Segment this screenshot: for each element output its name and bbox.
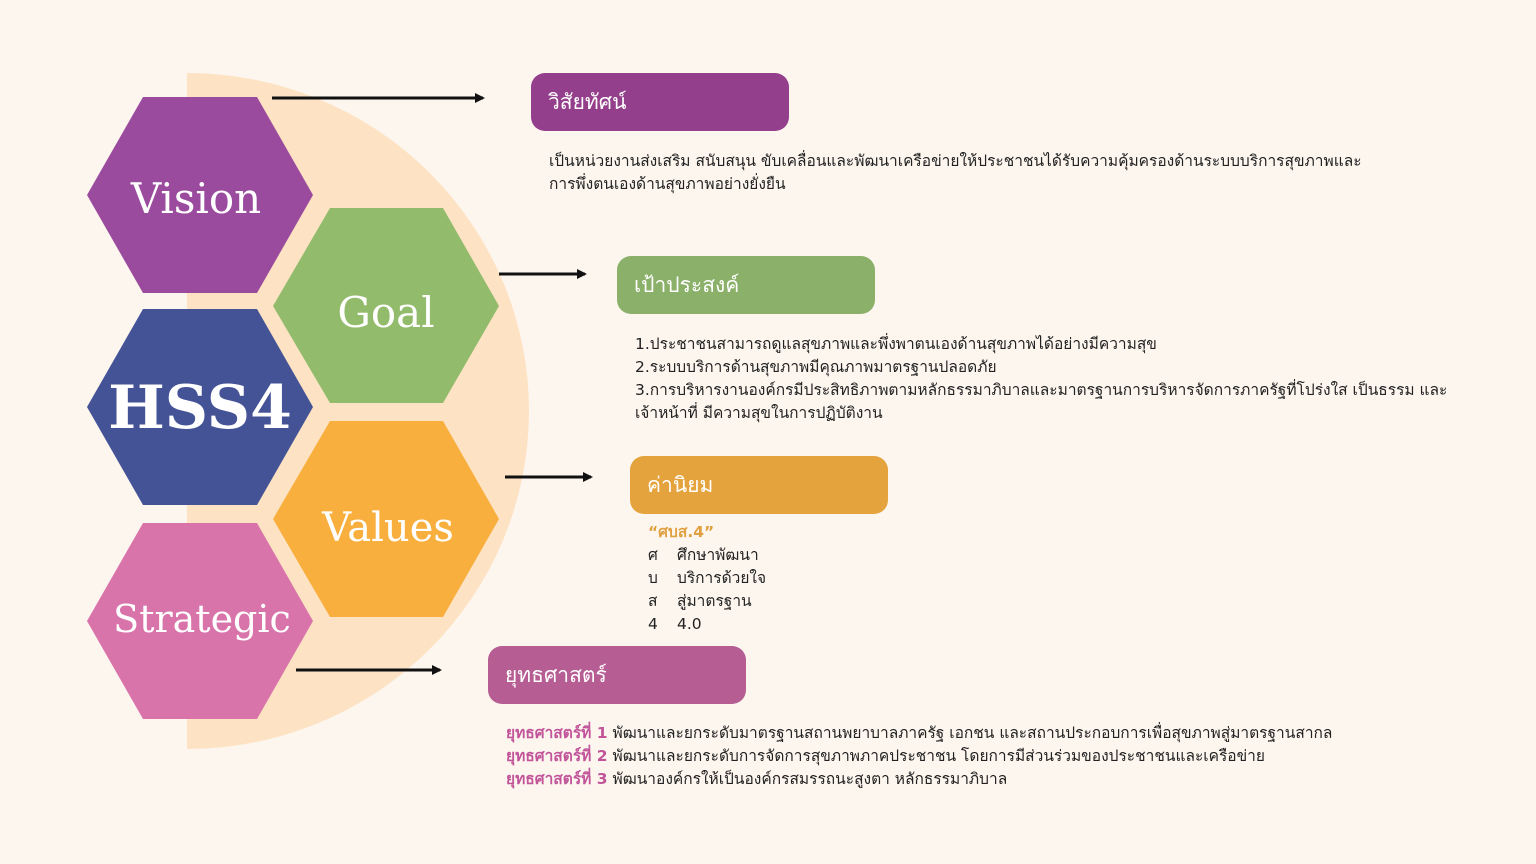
- strategy-item: ยุทธศาสตร์ที่ 2 พัฒนาและยกระดับการจัดการ…: [506, 745, 1332, 768]
- vision-line: เป็นหน่วยงานส่งเสริม สนับสนุน ขับเคลื่อน…: [549, 152, 1362, 170]
- values-description: “ศบส.4” ศ ศึกษาพัฒนา บ บริการด้วยใจ ส สู…: [648, 521, 766, 636]
- values-motto: “ศบส.4”: [648, 523, 715, 541]
- goal-line-1: 1.ประชาชนสามารถดูแลสุขภาพและพึ่งพาตนเองด…: [635, 335, 1157, 353]
- strategy-item-label: ยุทธศาสตร์ที่ 1: [506, 724, 608, 742]
- values-item: บ บริการด้วยใจ: [648, 567, 766, 590]
- values-item-text: สู่มาตรฐาน: [677, 592, 752, 610]
- goal-hexagon: [273, 208, 499, 403]
- values-item-letter: 4: [648, 615, 658, 633]
- goal-line-4: เจ้าหน้าที่ มีความสุขในการปฏิบัติงาน: [635, 404, 883, 422]
- values-item-letter: ศ: [648, 546, 658, 564]
- vision-description: เป็นหน่วยงานส่งเสริม สนับสนุน ขับเคลื่อน…: [549, 150, 1362, 196]
- hss4-hexagon: [87, 309, 313, 505]
- strategic-label: Strategic: [113, 597, 291, 641]
- hss4-label: HSS4: [108, 373, 292, 443]
- strategic-hexagon: [87, 523, 313, 719]
- values-item-text: ศึกษาพัฒนา: [677, 546, 759, 564]
- strategy-item-text: พัฒนาและยกระดับการจัดการสุขภาพภาคประชาชน…: [607, 747, 1265, 765]
- goal-header: เป้าประสงค์: [617, 256, 875, 314]
- values-item: ส สู่มาตรฐาน: [648, 590, 766, 613]
- vision-label: Vision: [130, 174, 261, 223]
- strategy-item-label: ยุทธศาสตร์ที่ 3: [506, 770, 608, 788]
- strategy-item-text: พัฒนาและยกระดับมาตรฐานสถานพยาบาลภาครัฐ เ…: [607, 724, 1333, 742]
- values-item-text: 4.0: [677, 615, 702, 633]
- values-item-letter: บ: [648, 569, 658, 587]
- values-item-letter: ส: [648, 592, 658, 610]
- values-item-text: บริการด้วยใจ: [677, 569, 767, 587]
- goal-label: Goal: [337, 288, 434, 337]
- goal-line-2: 2.ระบบบริการด้านสุขภาพมีคุณภาพมาตรฐานปลอ…: [635, 358, 997, 376]
- goal-description: 1.ประชาชนสามารถดูแลสุขภาพและพึ่งพาตนเองด…: [635, 333, 1447, 425]
- values-label: Values: [321, 505, 454, 551]
- values-item: 4 4.0: [648, 613, 766, 636]
- values-hexagon: [273, 421, 499, 617]
- goal-line-3: 3.การบริหารงานองค์กรมีประสิทธิภาพตามหลัก…: [635, 381, 1448, 399]
- strategy-item-label: ยุทธศาสตร์ที่ 2: [506, 747, 608, 765]
- values-header: ค่านิยม: [630, 456, 888, 514]
- vision-hexagon: [87, 97, 313, 293]
- strategy-item-text: พัฒนาองค์กรให้เป็นองค์กรสมรรถนะสูงตา หลั…: [607, 770, 1008, 788]
- vision-line: การพึ่งตนเองด้านสุขภาพอย่างยั่งยืน: [549, 175, 786, 193]
- vision-header: วิสัยทัศน์: [531, 73, 789, 131]
- values-item: ศ ศึกษาพัฒนา: [648, 544, 766, 567]
- strategy-item: ยุทธศาสตร์ที่ 1 พัฒนาและยกระดับมาตรฐานสถ…: [506, 722, 1332, 745]
- strategy-item: ยุทธศาสตร์ที่ 3 พัฒนาองค์กรให้เป็นองค์กร…: [506, 768, 1332, 791]
- strategy-description: ยุทธศาสตร์ที่ 1 พัฒนาและยกระดับมาตรฐานสถ…: [506, 722, 1332, 791]
- strategy-header: ยุทธศาสตร์: [488, 646, 746, 704]
